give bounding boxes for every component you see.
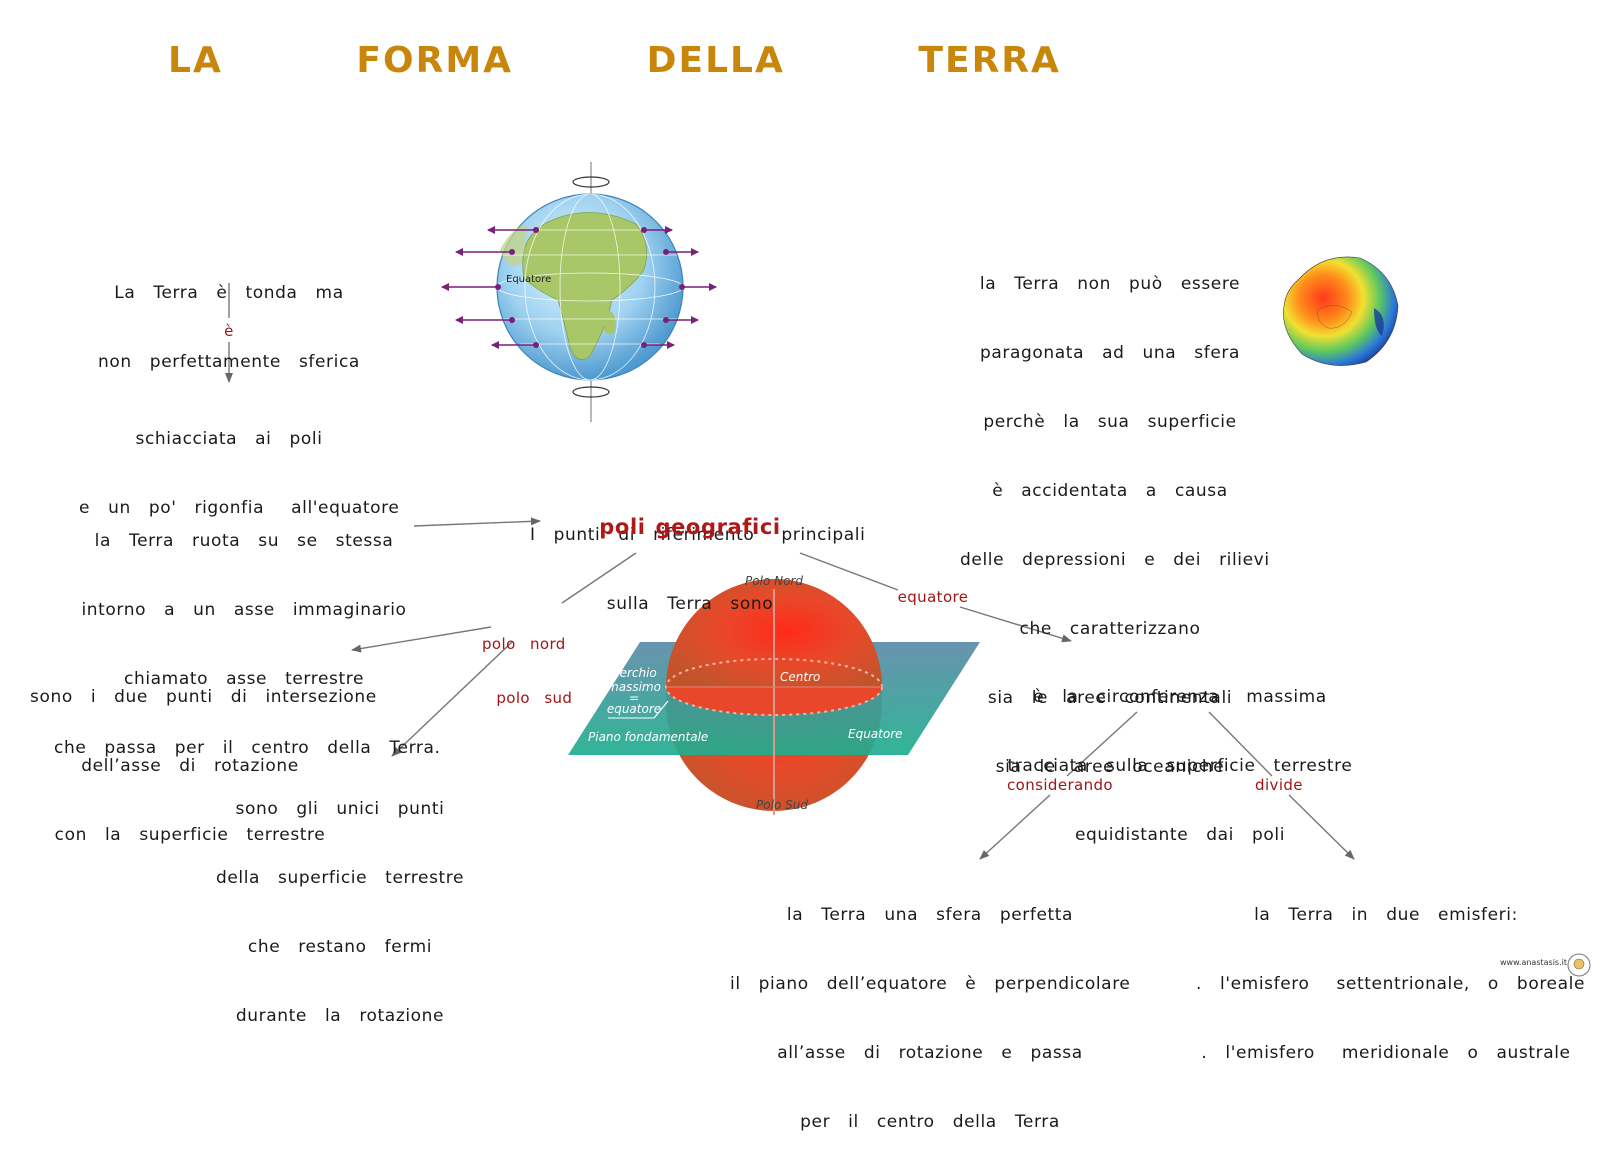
great-circle-label-4: equatore bbox=[607, 702, 661, 716]
geoid-illustration bbox=[1278, 250, 1403, 372]
fixed-points-text: sono gli unici punti della superficie te… bbox=[215, 799, 465, 1026]
equator-label: equatore bbox=[897, 588, 969, 606]
flattened-text: schiacciata ai poli e un po' rigonfia al… bbox=[79, 429, 400, 518]
divides-line-top bbox=[1208, 711, 1273, 777]
poles-arrow-left bbox=[351, 626, 492, 653]
perfect-sphere-text: la Terra una sfera perfetta il piano del… bbox=[730, 905, 1131, 1132]
considering-arrow bbox=[979, 794, 1051, 860]
south-pole-label: Polo Sud bbox=[756, 798, 808, 812]
poles-arrow-down bbox=[391, 641, 513, 757]
hemispheres-text: la Terra in due emisferi: . l'emisfero s… bbox=[1196, 905, 1585, 1063]
divides-arrow bbox=[1288, 794, 1355, 860]
great-circle-label-2: massimo bbox=[607, 680, 661, 694]
rotation-arrow bbox=[413, 517, 541, 527]
circumference-text: è la circonferenza massima tracciata sul… bbox=[1007, 687, 1353, 845]
connector-lines bbox=[225, 283, 1355, 860]
great-circle-label-1: Cerchio bbox=[611, 666, 657, 680]
logo-icon bbox=[1566, 952, 1592, 978]
page-title: LA FORMA DELLA TERRA bbox=[168, 40, 1061, 81]
divides-label: divide bbox=[1255, 776, 1303, 794]
poles-label: polo nord polo sud bbox=[482, 635, 573, 707]
rotation-text: la Terra ruota su se stessa intorno a un… bbox=[54, 531, 441, 758]
reference-highlight: poli geografici bbox=[599, 515, 781, 539]
globe-illustration: Equatore bbox=[440, 160, 740, 425]
center-label: Centro bbox=[780, 670, 820, 684]
north-pole-label: Polo Nord bbox=[745, 575, 803, 588]
equator-line-top bbox=[799, 552, 899, 591]
equator-plane-illustration: Polo Nord Polo Sud Centro Cerchio massim… bbox=[568, 574, 988, 825]
reference-text: I punti di riferimento principali sulla … bbox=[530, 525, 866, 614]
globe-equator-label: Equatore bbox=[506, 274, 551, 285]
footer-site: www.anastasis.it bbox=[1500, 958, 1567, 967]
equator-arrow bbox=[959, 606, 1072, 643]
intro-link-label: è bbox=[224, 322, 234, 340]
considering-label: considerando bbox=[1006, 776, 1114, 794]
poles-line-top bbox=[561, 552, 637, 604]
considering-line-top bbox=[1066, 711, 1138, 777]
fundamental-plane-label: Piano fondamentale bbox=[588, 730, 708, 744]
great-circle-label-3: = bbox=[629, 691, 639, 705]
intersection-text: sono i due punti di intersezione dell’as… bbox=[30, 687, 377, 845]
intro-text: La Terra è tonda ma non perfettamente sf… bbox=[98, 283, 360, 372]
equator-diagram-label: Equatore bbox=[848, 727, 903, 741]
irregular-text: la Terra non può essere paragonata ad un… bbox=[960, 274, 1270, 777]
